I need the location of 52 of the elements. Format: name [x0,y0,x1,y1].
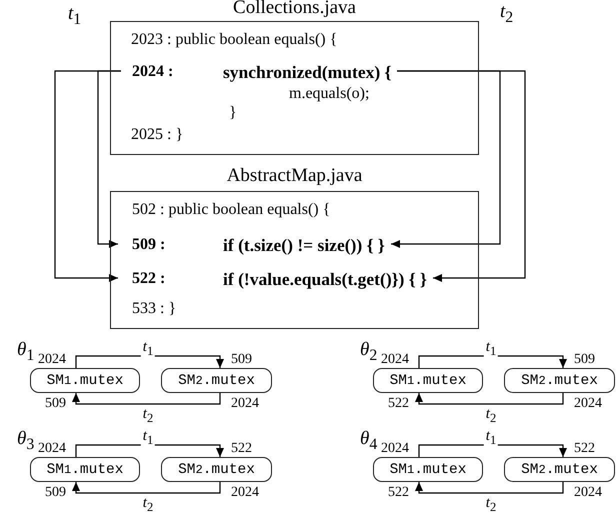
line-number: 2024 [574,485,602,500]
arrow [415,393,564,405]
scenario-label: θ$_{1}$ [17,340,34,366]
line-number: 509 [45,485,66,500]
line-number: 2024 [38,441,66,456]
line-number: 522 [231,441,252,456]
line-number: 522 [388,485,409,500]
thread-label: t$_{1}$ [68,4,82,30]
scenario-label: θ$_{4}$ [360,429,378,455]
arrow [415,482,564,494]
code-line: if (!value.equals(t.get()}) { } [223,269,427,289]
line-number: 2024 [38,352,66,367]
line-number: 522 : [132,269,166,289]
code-line: if (t.size() != size()) { } [223,235,385,255]
scenario-label: θ$_{3}$ [17,429,34,455]
line-number: 509 [231,352,252,367]
arrow [75,444,224,457]
file-name: Collections.java [232,0,357,18]
line-number: 509 : [132,235,166,255]
edge-label: t$_{1}$ [140,429,156,448]
line-number: 2024 [574,396,602,411]
scenario-label: θ$_{2}$ [360,340,378,366]
line-number: 2024 : [132,62,174,82]
arrow [72,482,221,494]
code-line: m.equals(o); [289,84,370,104]
line-number: 2024 [231,485,259,500]
code-line: 2023 : public boolean equals() { [131,30,338,50]
line-number: 509 [574,352,595,367]
line-number: 2024 [231,396,259,411]
arrow [54,70,121,282]
code-line: 502 : public boolean equals() { [132,200,330,220]
arrow [391,70,501,248]
line-number: 522 [574,441,595,456]
edge-label: t$_{1}$ [484,340,498,359]
arrow [418,355,567,368]
code-line: 533 : } [132,299,176,319]
line-number: 2024 [381,441,409,456]
file-name: AbstractMap.java [226,166,364,186]
line-number: 2024 [381,352,409,367]
line-number: 522 [388,396,409,411]
arrow [397,70,526,282]
code-line: synchronized(mutex) { [223,62,392,82]
arrow [75,355,224,368]
arrow [72,393,221,405]
code-line: 2025 : } [131,125,184,145]
edge-label: t$_{1}$ [140,340,156,359]
edge-label: t$_{1}$ [484,429,498,448]
thread-label: t$_{2}$ [500,2,514,28]
line-number: 509 [45,396,66,411]
code-line: } [229,103,237,123]
arrow [97,70,121,248]
arrow [418,444,567,457]
